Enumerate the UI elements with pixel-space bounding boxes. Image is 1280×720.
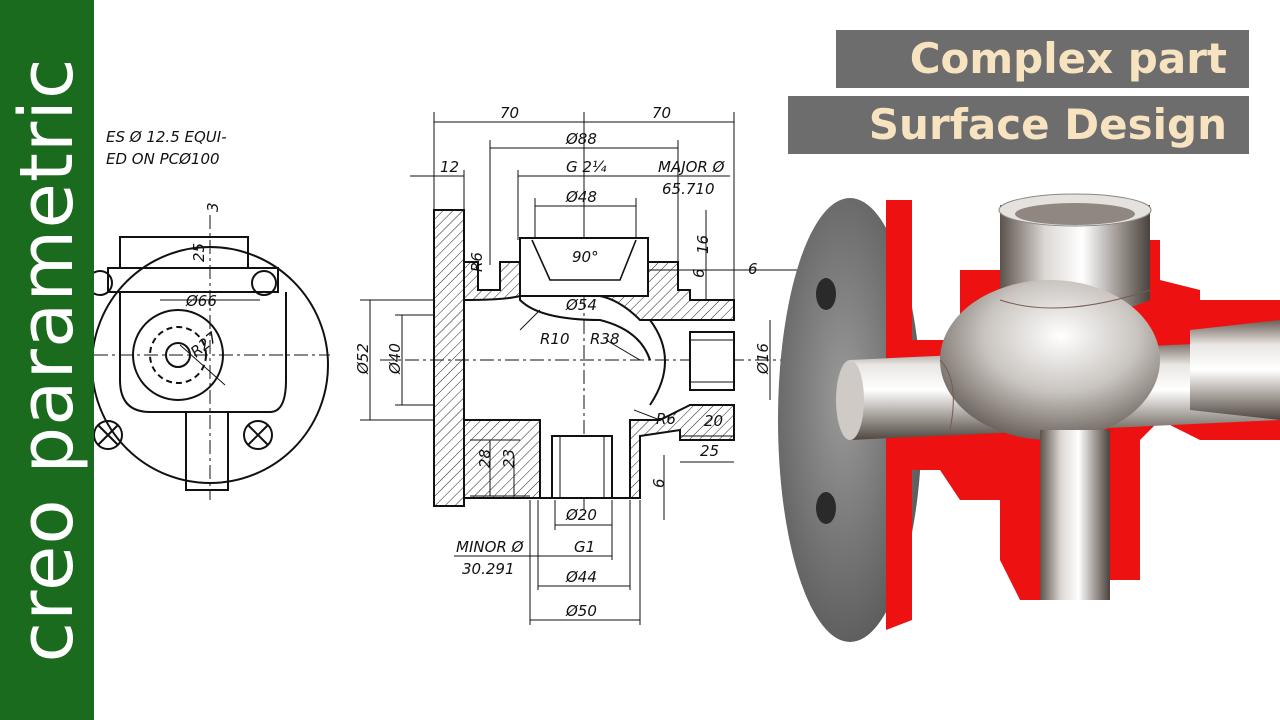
dim-3: 3 <box>204 202 222 212</box>
dim-dia44: Ø44 <box>565 568 597 586</box>
dim-16: 16 <box>694 235 712 254</box>
section-view <box>360 112 800 625</box>
title-line-1: Complex part <box>836 30 1249 88</box>
dim-dia52: Ø52 <box>354 343 372 375</box>
dim-dia66: Ø66 <box>185 292 217 310</box>
dim-70-right: 70 <box>652 104 671 122</box>
dim-dia16: Ø16 <box>754 343 772 375</box>
rendered-cutaway <box>778 193 1280 642</box>
dim-g1: G1 <box>574 538 595 556</box>
dim-6-a: 6 <box>690 268 708 278</box>
dim-6-b: 6 <box>748 260 758 278</box>
dim-6-c: 6 <box>650 478 668 488</box>
dim-r10: R10 <box>540 330 570 348</box>
dim-major-label: MAJOR Ø <box>658 158 726 176</box>
dim-25-side: 25 <box>700 442 719 460</box>
dim-r6-bottom: R6 <box>656 410 676 428</box>
brand-logo-text: creo parametric <box>4 57 90 663</box>
dim-dia54: Ø54 <box>565 296 597 314</box>
dim-dia88: Ø88 <box>565 130 597 148</box>
dim-r6-top: R6 <box>468 252 486 272</box>
dim-12: 12 <box>440 158 459 176</box>
dim-dia20: Ø20 <box>565 506 597 524</box>
dim-70-left: 70 <box>500 104 519 122</box>
dim-28: 28 <box>476 449 494 468</box>
dim-dia48: Ø48 <box>565 188 597 206</box>
dim-20: 20 <box>704 412 723 430</box>
dim-dia40: Ø40 <box>386 343 404 375</box>
dim-angle-90: 90° <box>572 248 599 266</box>
note-line-1: ES Ø 12.5 EQUI- <box>106 128 227 146</box>
dim-dia50: Ø50 <box>565 602 597 620</box>
dim-23: 23 <box>500 449 518 468</box>
note-line-2: ED ON PCØ100 <box>106 150 220 168</box>
dim-minor-value: 30.291 <box>462 560 515 578</box>
dim-g-thread: G 2¼ <box>566 158 607 176</box>
sidebar: creo parametric <box>0 0 94 720</box>
dim-r38: R38 <box>590 330 620 348</box>
technical-drawing: ES Ø 12.5 EQUI- ED ON PCØ100 3 25 Ø66 R2… <box>94 104 1280 642</box>
title-line-2: Surface Design <box>788 96 1249 154</box>
dim-minor-label: MINOR Ø <box>456 538 525 556</box>
dim-25: 25 <box>190 243 208 262</box>
end-view <box>94 215 330 500</box>
dim-major-value: 65.710 <box>662 180 715 198</box>
